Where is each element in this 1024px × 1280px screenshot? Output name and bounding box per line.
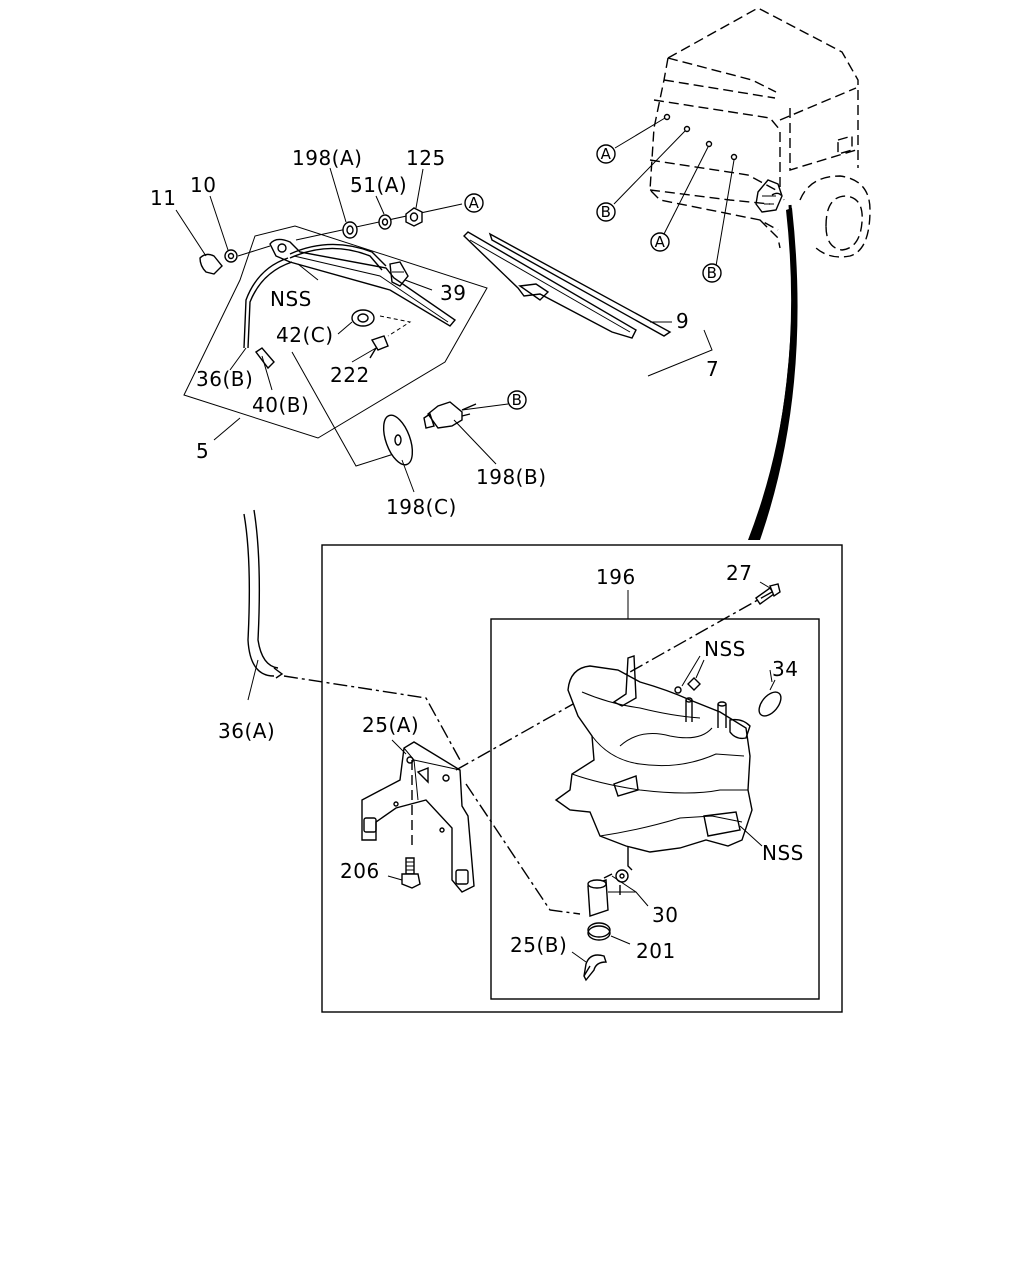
- label-part-198a: 198(A): [292, 146, 362, 170]
- label-part-206: 206: [340, 859, 380, 883]
- label-part-34: 34: [772, 657, 798, 681]
- label-part-39: 39: [440, 281, 466, 305]
- label-part-10: 10: [190, 173, 216, 197]
- label-nss: NSS: [270, 287, 312, 311]
- wiper-arm-assembly: [183, 203, 488, 441]
- reference-markers-cab: A B A B: [596, 144, 722, 283]
- wiper-pivot-assembly: B: [291, 351, 527, 493]
- clip-25b: [571, 951, 607, 982]
- washer-tank-196: [554, 655, 782, 871]
- label-part-5: 5: [196, 439, 209, 463]
- washer-hose-36a: [243, 509, 461, 761]
- label-part-125: 125: [406, 146, 446, 170]
- wiper-blade: [463, 231, 713, 377]
- vehicle-cab-illustration: [613, 7, 871, 540]
- grommet-201: [587, 922, 631, 945]
- detail-box-outer: [321, 544, 843, 1013]
- bracket-25a: [361, 739, 475, 893]
- label-part-51a: 51(A): [350, 173, 407, 197]
- marker-b: B: [512, 391, 523, 409]
- label-part-222: 222: [330, 363, 370, 387]
- bolt-27: [755, 581, 781, 605]
- label-part-25b: 25(B): [510, 933, 567, 957]
- label-part-11: 11: [150, 186, 176, 210]
- label-part-40b: 40(B): [252, 393, 309, 417]
- label-part-201: 201: [636, 939, 676, 963]
- marker-b: B: [601, 203, 612, 221]
- label-part-9: 9: [676, 309, 689, 333]
- marker-a: A: [601, 145, 612, 163]
- label-part-196: 196: [596, 565, 636, 589]
- label-part-198b: 198(B): [476, 465, 547, 489]
- label-part-25a: 25(A): [362, 713, 419, 737]
- marker-b: B: [707, 264, 718, 282]
- part-labels: 11 10 198(A) 51(A) 125 NSS 39 42(C) 222 …: [150, 146, 804, 963]
- leader-lines-top: [175, 167, 672, 391]
- label-part-36a: 36(A): [218, 719, 275, 743]
- label-part-27: 27: [726, 561, 752, 585]
- marker-a: A: [469, 194, 480, 212]
- label-part-198c: 198(C): [386, 495, 457, 519]
- washer-pump-30: [587, 869, 649, 917]
- marker-a: A: [655, 233, 666, 251]
- label-part-42c: 42(C): [276, 323, 334, 347]
- reference-marker-arm: A: [464, 193, 484, 213]
- label-part-36b: 36(B): [196, 367, 253, 391]
- bolt-206: [387, 857, 421, 889]
- label-part-7: 7: [706, 357, 719, 381]
- label-part-30: 30: [652, 903, 678, 927]
- label-nss: NSS: [704, 637, 746, 661]
- label-nss: NSS: [762, 841, 804, 865]
